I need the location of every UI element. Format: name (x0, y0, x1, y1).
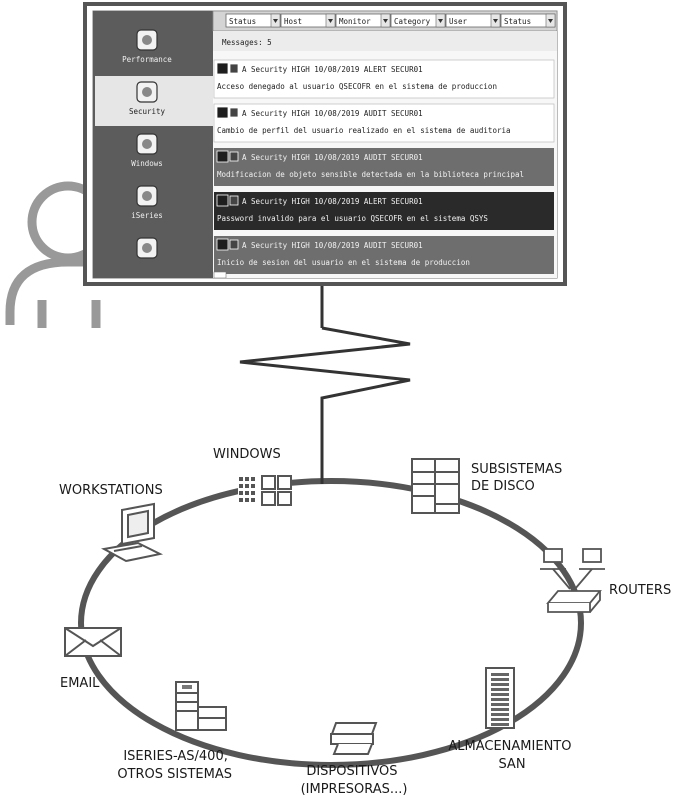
type-icon (229, 239, 239, 250)
filter-dropdown-1[interactable]: Host (280, 13, 336, 28)
label-iseries: ISERIES-AS/400, OTROS SISTEMAS (117, 749, 232, 782)
message-header: A Security HIGH 10/08/2019 AUDIT SECUR01 (242, 241, 423, 250)
message-text: Cambio de perfil del usuario realizado e… (217, 126, 511, 135)
filter-label: Category (394, 17, 431, 26)
disk-subsystem-icon[interactable] (411, 458, 460, 514)
alert-icon (216, 62, 229, 75)
filter-label: Monitor (339, 17, 371, 26)
sidebar-item-label: Security (129, 107, 166, 116)
performance-icon (136, 29, 158, 51)
message-text: Password invalido para el usuario QSECOF… (217, 214, 488, 223)
filter-label: Status (504, 17, 531, 26)
message-row[interactable]: A Security HIGH 10/08/2019 ALERT SECUR01… (214, 192, 554, 230)
filter-dropdown-2[interactable]: Monitor (335, 13, 391, 28)
alert-icon (216, 106, 229, 119)
message-header: A Security HIGH 10/08/2019 AUDIT SECUR01 (242, 109, 423, 118)
label-workstations: WORKSTATIONS (59, 483, 163, 498)
type-icon (229, 195, 239, 206)
security-icon (136, 81, 158, 103)
message-header: A Security HIGH 10/08/2019 AUDIT SECUR01 (242, 153, 423, 162)
envelope-icon[interactable] (64, 627, 122, 657)
chevron-down-icon (493, 19, 498, 23)
sidebar-item-item-4[interactable] (136, 237, 158, 259)
workstation-icon[interactable] (101, 502, 164, 563)
label-almacenamiento: ALMACENAMIENTO SAN (448, 739, 575, 772)
windows-grid-icon[interactable] (238, 474, 292, 508)
message-header: A Security HIGH 10/08/2019 ALERT SECUR01 (242, 197, 423, 206)
chevron-down-icon (328, 19, 333, 23)
filter-dropdown-5[interactable]: Status (500, 13, 556, 28)
filter-label: Host (284, 17, 302, 26)
router-icon[interactable] (540, 548, 605, 613)
label-dispositivos: DISPOSITIVOS (IMPRESORAS...) (301, 764, 408, 797)
san-storage-icon[interactable] (485, 667, 515, 729)
label-email: EMAIL (60, 676, 100, 691)
server-icon[interactable] (175, 681, 227, 731)
extra-icon (136, 237, 158, 259)
windows-icon (136, 133, 158, 155)
message-text: Inicio de sesion del usuario en el siste… (217, 258, 470, 267)
message-row[interactable]: A Security HIGH 10/08/2019 AUDIT SECUR01… (213, 103, 555, 143)
label-subsistemas: SUBSISTEMAS DE DISCO (471, 462, 566, 494)
type-icon (229, 107, 239, 118)
sidebar-item-performance[interactable]: Performance (122, 29, 172, 64)
sidebar-item-windows[interactable]: Windows (131, 133, 163, 168)
message-row[interactable]: A Security HIGH 10/08/2019 AUDIT SECUR01… (214, 236, 554, 274)
sidebar-item-label: Performance (122, 55, 172, 64)
chevron-down-icon (273, 19, 278, 23)
chevron-down-icon (548, 19, 553, 23)
alert-icon (216, 150, 229, 163)
network-link-zigzag (239, 326, 411, 484)
chevron-down-icon (438, 19, 443, 23)
sidebar-item-label: Windows (131, 159, 163, 168)
type-icon (229, 63, 239, 74)
message-text: Acceso denegado al usuario QSECOFR en el… (217, 82, 497, 91)
toolbar-text: Messages: 5 (222, 38, 272, 47)
filter-dropdown-3[interactable]: Category (390, 13, 446, 28)
sidebar-item-security[interactable]: Security (95, 76, 213, 126)
chevron-down-icon (383, 19, 388, 23)
message-header: A Security HIGH 10/08/2019 ALERT SECUR01 (242, 65, 423, 74)
label-routers: ROUTERS (609, 583, 671, 598)
label-windows: WINDOWS (213, 447, 281, 462)
message-list: A Security HIGH 10/08/2019 ALERT SECUR01… (213, 51, 557, 279)
filter-label: User (449, 17, 468, 26)
filter-dropdown-0[interactable]: Status (225, 13, 281, 28)
filter-label: Status (229, 17, 256, 26)
iseries-icon (136, 185, 158, 207)
alert-icon (216, 194, 229, 207)
sidebar-item-label: iSeries (131, 211, 163, 220)
filter-dropdown-4[interactable]: User (445, 13, 501, 28)
type-icon (229, 151, 239, 162)
sidebar-item-iseries[interactable]: iSeries (131, 185, 163, 220)
printer-icon[interactable] (330, 722, 378, 755)
message-row[interactable]: A Security HIGH 10/08/2019 ALERT SECUR01… (213, 59, 555, 99)
message-text: Modificacion de objeto sensible detectad… (217, 170, 524, 179)
alert-icon (216, 238, 229, 251)
message-row[interactable]: A Security HIGH 10/08/2019 AUDIT SECUR01… (214, 148, 554, 186)
network-ring (78, 478, 584, 768)
filter-bar: Status Host Monitor Category User StatusMessa… (212, 10, 558, 51)
